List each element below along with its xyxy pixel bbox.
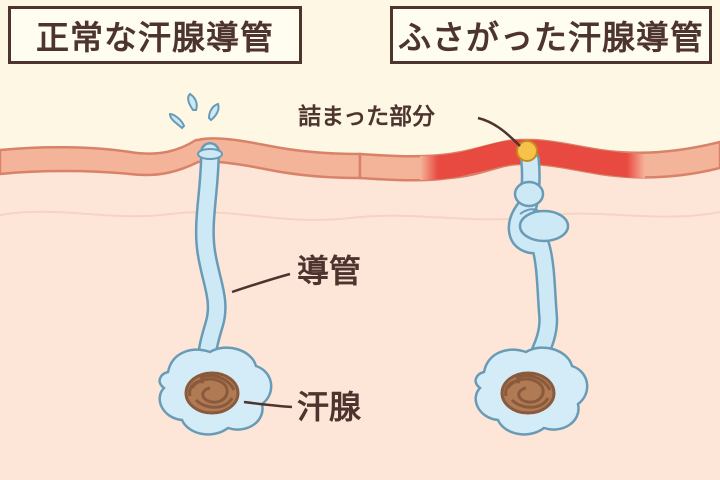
label-sweat-gland: 汗腺 (297, 388, 362, 426)
normal-sweat-gland (158, 346, 273, 436)
label-duct: 導管 (297, 252, 362, 290)
leader-blocked (477, 116, 521, 147)
title-normal-duct: 正常な汗腺導管 (8, 6, 302, 64)
leader-gland (243, 400, 293, 409)
blocked-sweat-gland (474, 346, 589, 436)
blocked-duct (507, 150, 570, 376)
dermis-layer (0, 148, 720, 480)
leader-duct (231, 272, 291, 294)
title-normal-text: 正常な汗腺導管 (36, 18, 274, 57)
gland-coil-icon (500, 371, 556, 415)
title-blocked-duct: ふさがった汗腺導管 (390, 6, 712, 64)
normal-duct (194, 142, 227, 372)
dermis-wave (0, 210, 720, 221)
title-blocked-text: ふさがった汗腺導管 (398, 18, 704, 57)
sweat-droplets-icon (168, 92, 220, 130)
gland-coil-icon (184, 371, 240, 415)
blockage-plug (516, 140, 538, 162)
label-blocked-part: 詰まった部分 (298, 104, 436, 130)
